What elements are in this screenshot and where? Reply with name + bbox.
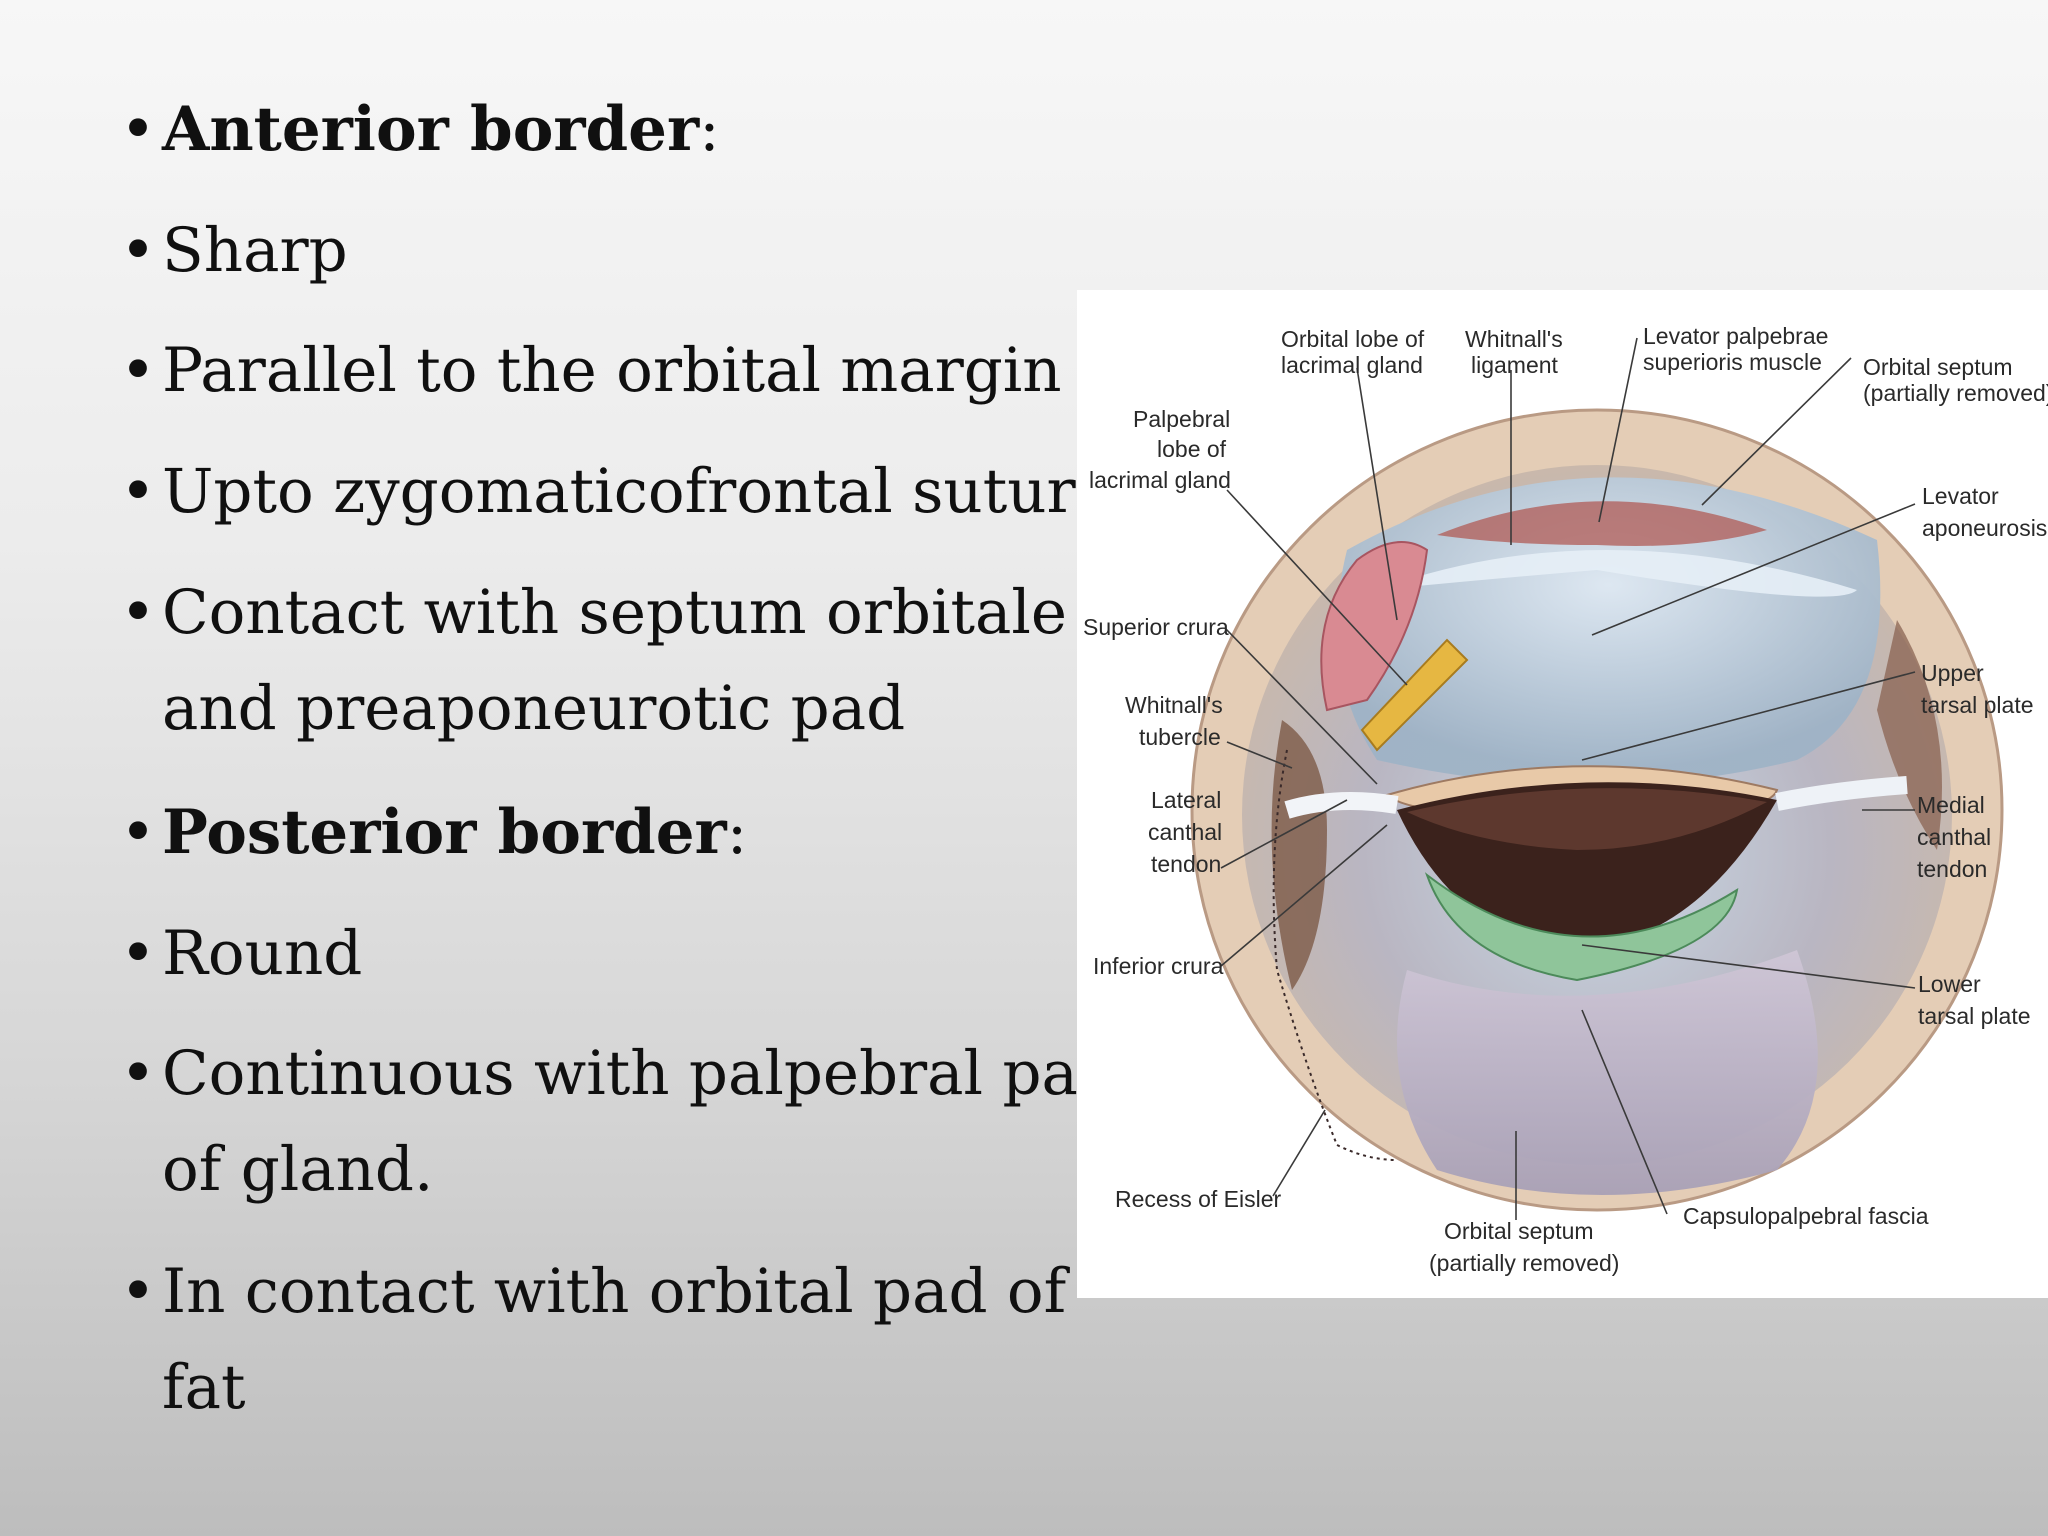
lacrimal-gland-palpebral-lobe	[1360, 638, 1469, 752]
bullet-posterior-border: • Posterior border:	[120, 785, 748, 881]
lid-margin-shadow	[1407, 788, 1767, 850]
bullet-text: Upto zygomaticofrontal suture	[162, 456, 1112, 527]
bullet-continuous: • Continuous with palpebral part of glan…	[120, 1026, 1132, 1218]
label-medial-canthal-tendon-3: tendon	[1917, 856, 1987, 882]
lateral-orbit-shadow	[1271, 720, 1327, 990]
bullet-dot: •	[120, 335, 156, 406]
whitnalls-ligament	[1377, 550, 1857, 597]
medial-canthal-tendon	[1775, 776, 1908, 811]
bullet-text-line2: fat	[162, 1352, 246, 1423]
colon: :	[699, 94, 720, 165]
label-levator-aponeurosis: Levator	[1922, 483, 1999, 509]
label-medial-canthal-tendon-2: canthal	[1917, 824, 1991, 850]
bullet-contact-septum: • Contact with septum orbitale and preap…	[120, 565, 1067, 757]
label-inferior-crura: Inferior crura	[1093, 953, 1224, 979]
label-orbital-septum-top: Orbital septum	[1863, 354, 2013, 380]
levator-muscle	[1437, 501, 1767, 546]
bullet-text: Sharp	[162, 215, 348, 286]
heading-anterior-border: Anterior border	[162, 94, 700, 165]
label-whitnalls-tubercle-2: tubercle	[1139, 724, 1221, 750]
label-orbital-septum-bottom-2: (partially removed)	[1429, 1250, 1619, 1276]
lacrimal-gland-orbital-lobe	[1320, 541, 1429, 712]
bullet-dot: •	[120, 94, 156, 165]
label-palpebral-lobe-2: lobe of	[1157, 436, 1227, 462]
label-levator-muscle: Levator palpebrae	[1643, 323, 1828, 349]
bullet-text: Round	[162, 918, 363, 989]
label-capsulopalpebral-fascia: Capsulopalpebral fascia	[1683, 1203, 1929, 1229]
label-orbital-septum-bottom: Orbital septum	[1444, 1218, 1594, 1244]
label-whitnalls-ligament-2: ligament	[1471, 352, 1559, 378]
bullet-anterior-border: • Anterior border:	[120, 82, 720, 178]
bullet-text: Parallel to the orbital margin	[162, 335, 1062, 406]
bullet-dot: •	[120, 918, 156, 989]
label-upper-tarsal-plate: Upper	[1921, 660, 1984, 686]
label-lateral-canthal-tendon: Lateral	[1151, 787, 1221, 813]
upper-septum	[1337, 477, 1881, 785]
label-levator-muscle-2: superioris muscle	[1643, 349, 1822, 375]
bullet-text-line1: Contact with septum orbitale	[162, 577, 1067, 648]
bullet-sharp: • Sharp	[120, 203, 348, 299]
recess-of-eisler-outline	[1272, 749, 1398, 1161]
bullet-dot: •	[120, 577, 156, 648]
lateral-canthal-tendon	[1284, 792, 1399, 819]
bullet-upto-suture: • Upto zygomaticofrontal suture	[120, 444, 1112, 540]
bullet-text-line1: In contact with orbital pad of	[162, 1256, 1067, 1327]
label-lower-tarsal-plate: Lower	[1918, 971, 1981, 997]
label-lateral-canthal-tendon-3: tendon	[1151, 851, 1221, 877]
label-lateral-canthal-tendon-2: canthal	[1148, 819, 1222, 845]
colon: :	[726, 797, 748, 868]
bullet-dot: •	[120, 215, 156, 286]
bullet-dot: •	[120, 1256, 156, 1327]
bullet-dot: •	[120, 797, 156, 868]
bullet-text-line2: and preaponeurotic pad	[162, 673, 906, 744]
eyelid-anatomy-figure: Orbital lobe of lacrimal gland Whitnall'…	[1077, 290, 2048, 1298]
lower-tarsal-plate	[1424, 872, 1739, 982]
figure-labels: Orbital lobe of lacrimal gland Whitnall'…	[1083, 323, 2048, 1276]
label-whitnalls-ligament: Whitnall's	[1465, 326, 1563, 352]
label-medial-canthal-tendon: Medial	[1917, 792, 1985, 818]
bullet-dot: •	[120, 1038, 156, 1109]
label-lower-tarsal-plate-2: tarsal plate	[1918, 1003, 2031, 1029]
label-palpebral-lobe: Palpebral	[1133, 406, 1230, 432]
label-palpebral-lobe-3: lacrimal gland	[1089, 467, 1231, 493]
label-whitnalls-tubercle: Whitnall's	[1125, 692, 1223, 718]
label-superior-crura: Superior crura	[1083, 614, 1229, 640]
bullet-orbital-pad: • In contact with orbital pad of fat	[120, 1244, 1067, 1436]
label-orbital-lobe-2: lacrimal gland	[1281, 352, 1423, 378]
label-orbital-septum-top-2: (partially removed)	[1863, 380, 2048, 406]
label-upper-tarsal-plate-2: tarsal plate	[1921, 692, 2034, 718]
heading-posterior-border: Posterior border	[162, 797, 727, 868]
bullet-text-line2: of gland.	[162, 1134, 434, 1205]
bullet-text-line1: Continuous with palpebral part	[162, 1038, 1132, 1109]
label-levator-aponeurosis-2: aponeurosis	[1922, 515, 2047, 541]
bullet-parallel: • Parallel to the orbital margin	[120, 323, 1062, 419]
label-recess-of-eisler: Recess of Eisler	[1115, 1186, 1282, 1212]
eyelid-anatomy-illustration: Orbital lobe of lacrimal gland Whitnall'…	[1083, 323, 2048, 1276]
label-orbital-lobe: Orbital lobe of	[1281, 326, 1425, 352]
bullet-dot: •	[120, 456, 156, 527]
bullet-round: • Round	[120, 906, 363, 1002]
leader-lines	[1220, 337, 1916, 1220]
